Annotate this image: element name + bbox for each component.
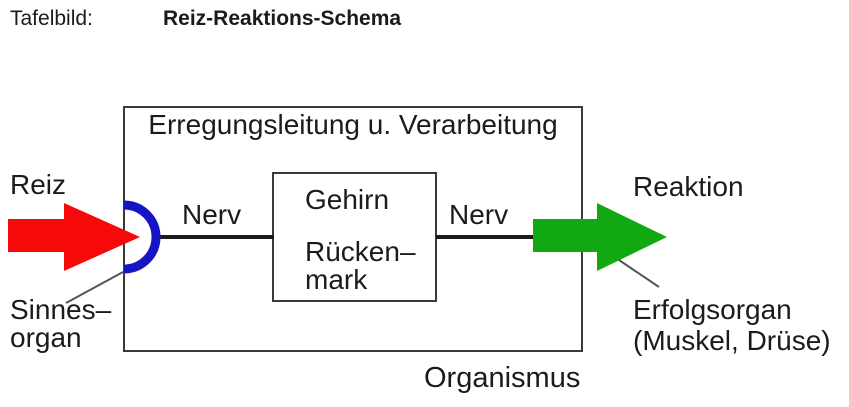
cns-box: Gehirn Rücken– mark [272, 172, 437, 302]
effector-organ-line1: Erfolgsorgan [633, 294, 792, 325]
effector-organ-pointer-line [615, 257, 660, 288]
stimulus-arrow-icon [8, 203, 140, 271]
header-label: Tafelbild: [10, 7, 93, 30]
page-title: Reiz-Reaktions-Schema [163, 7, 402, 30]
reaction-label: Reaktion [633, 171, 744, 202]
effector-organ-line2: (Muskel, Drüse) [633, 325, 831, 356]
cns-box-line-ruecken: Rücken– [305, 236, 416, 267]
sense-organ-label: Sinnes– organ [10, 296, 111, 352]
effector-organ-label: Erfolgsorgan (Muskel, Drüse) [633, 294, 831, 356]
nerve-label-right: Nerv [449, 199, 509, 230]
sense-organ-line2: organ [10, 322, 82, 353]
outer-box-title: Erregungsleitung u. Verarbeitung [148, 109, 558, 140]
stimulus-label: Reiz [10, 169, 67, 200]
nerve-label-left: Nerv [182, 199, 242, 230]
cns-box-line-mark: mark [305, 264, 368, 295]
sense-organ-line1: Sinnes– [10, 294, 112, 325]
cns-box-line-gehirn: Gehirn [305, 184, 390, 215]
organism-label: Organismus [424, 362, 581, 394]
